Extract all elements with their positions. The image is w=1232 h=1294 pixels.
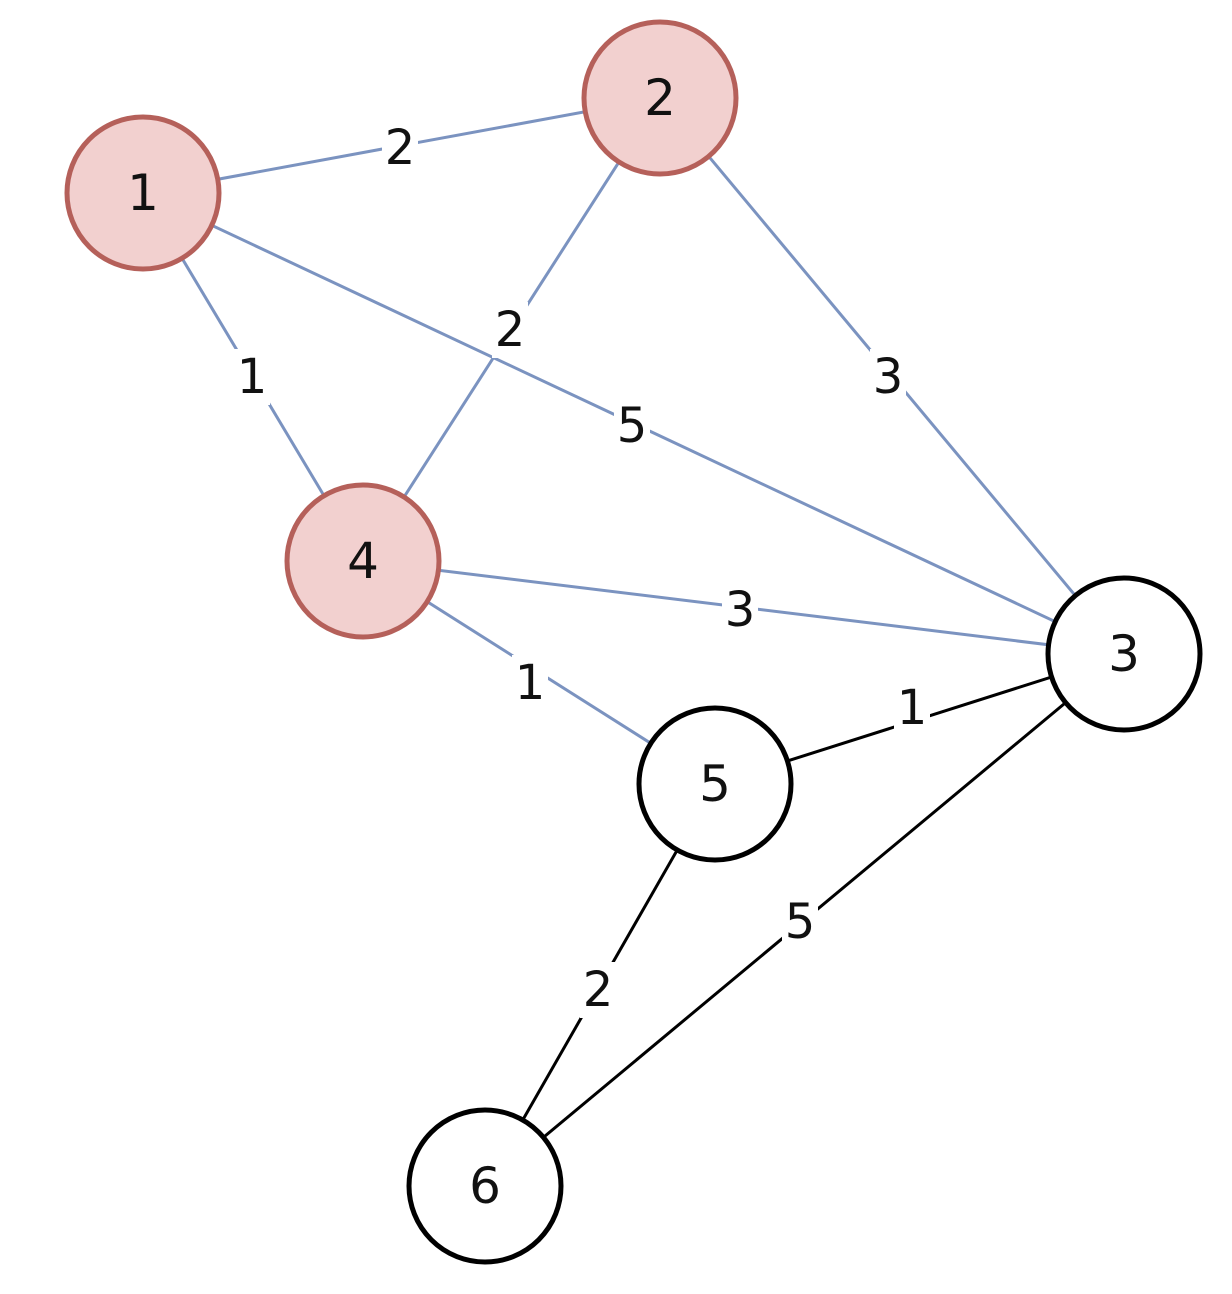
nodes-layer: 1 2 4 3 5 6: [64, 19, 1203, 1265]
edge-label-backing: [382, 120, 418, 176]
node-3: 3: [1045, 575, 1203, 733]
edge-label-backing: [234, 349, 270, 405]
node-circle-2: [581, 19, 739, 177]
node-circle-5: [636, 705, 794, 863]
node-label-4: 4: [347, 532, 379, 590]
edge-label-backing: [512, 655, 548, 711]
node-circle-6: [406, 1107, 564, 1265]
edge-label-backing: [782, 894, 818, 950]
edges-layer: [141, 96, 1126, 1188]
node-6: 6: [406, 1107, 564, 1265]
edge-weight-1-4: 1: [237, 349, 268, 405]
edge-weight-4-5: 1: [515, 655, 546, 711]
node-label-3: 3: [1108, 625, 1140, 683]
node-label-1: 1: [127, 164, 159, 222]
edge-weight-1-2: 2: [385, 120, 416, 176]
edge-weight-3-6: 5: [785, 894, 816, 950]
node-label-6: 6: [469, 1157, 501, 1215]
node-label-2: 2: [644, 69, 676, 127]
edge-weight-2-3: 3: [873, 349, 904, 405]
edge-label-backing: [580, 962, 616, 1018]
edge-weight-4-3: 3: [725, 582, 756, 638]
node-4: 4: [284, 482, 442, 640]
edge-weight-5-6: 2: [583, 962, 614, 1018]
edge-weight-5-3: 1: [897, 680, 928, 736]
node-circle-3: [1045, 575, 1203, 733]
edge-label-backing: [492, 302, 528, 358]
node-label-5: 5: [699, 755, 731, 813]
node-1: 1: [64, 114, 222, 272]
edge-labels-layer: 2 1 5 2 3 3 1 1 2 5: [234, 120, 930, 1018]
edge-label-backing: [614, 398, 650, 454]
edge-weight-2-4: 2: [495, 302, 526, 358]
node-2: 2: [581, 19, 739, 177]
node-5: 5: [636, 705, 794, 863]
edge-label-backing: [894, 680, 930, 736]
edge-label-backing: [870, 349, 906, 405]
edge-weight-1-3: 5: [617, 398, 648, 454]
node-circle-1: [64, 114, 222, 272]
node-circle-4: [284, 482, 442, 640]
edge-label-backing: [722, 582, 758, 638]
